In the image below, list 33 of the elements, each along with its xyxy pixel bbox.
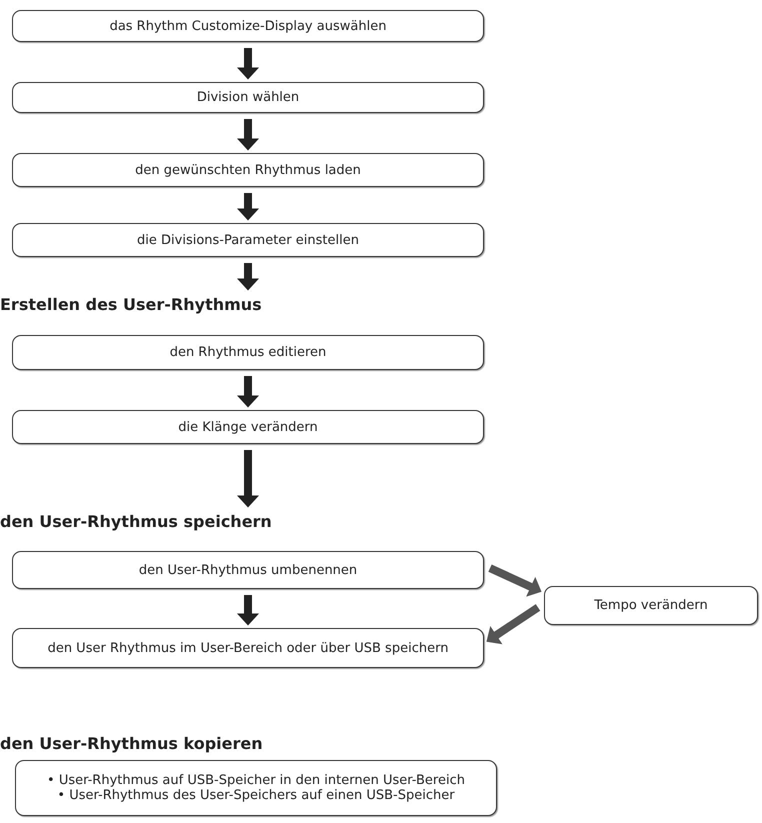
process-box [12, 410, 484, 444]
step-text: • User-Rhythmus auf USB-Speicher in den internen User-Bereich [47, 773, 465, 788]
process-box [544, 586, 758, 625]
step-text: das Rhythm Customize-Display auswählen [110, 18, 386, 34]
step-text: Division wählen [196, 90, 300, 105]
process-box [12, 153, 484, 187]
process-box [12, 10, 484, 42]
process-box [15, 760, 497, 816]
arrow [237, 193, 259, 220]
step-text: den gewünschten Rhythmus laden [135, 162, 361, 178]
process-box [12, 628, 484, 668]
arrow [237, 450, 259, 508]
process-box [12, 223, 484, 257]
arrow [488, 564, 542, 597]
section-heading: den User-Rhythmus speichern [0, 510, 320, 532]
arrow [237, 119, 259, 150]
step-text: die Divisions-Parameter einstellen [137, 232, 359, 248]
step-text: den Rhythmus editieren [170, 345, 326, 360]
arrow [237, 263, 259, 290]
process-box [12, 335, 484, 370]
step-text: • User-Rhythmus des User-Speichers auf einen USB-Speicher [57, 788, 455, 803]
arrow [237, 595, 259, 626]
process-box [12, 82, 484, 113]
section-heading: den User-Rhythmus kopieren [0, 732, 320, 754]
process-box [12, 551, 484, 589]
step-text: Tempo verändern [594, 598, 708, 613]
step-text: den User-Rhythmus umbenennen [138, 562, 358, 578]
step-text: die Klänge verändern [178, 420, 318, 434]
arrow [237, 48, 259, 80]
section-heading: Erstellen des User-Rhythmus [0, 293, 320, 315]
arrow [237, 376, 259, 408]
step-text: den User Rhythmus im User-Bereich oder über USB speichern [48, 640, 448, 656]
arrow [486, 604, 540, 644]
